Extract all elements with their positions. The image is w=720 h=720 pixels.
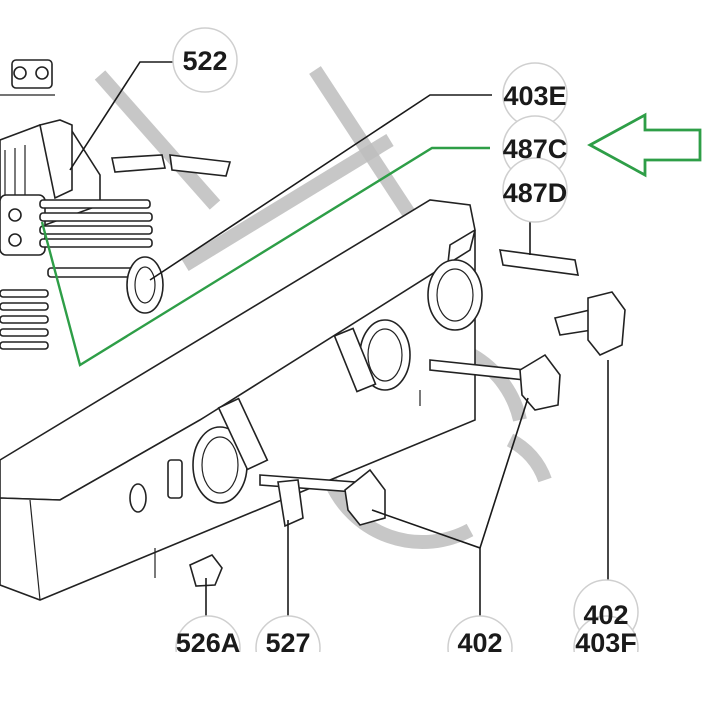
label-487c: 487C: [503, 134, 568, 164]
label-403e: 403E: [503, 81, 566, 111]
label-487d: 487D: [503, 178, 568, 208]
arrow-left-outline-icon: [587, 112, 702, 178]
rods: [0, 199, 153, 350]
label-402-right: 402: [583, 600, 628, 630]
valve-mechanism: [0, 59, 232, 350]
knob-shafts: [154, 249, 626, 587]
control-panel-housing: [0, 199, 483, 601]
leader-lines: [69, 61, 609, 640]
highlight-leader-487c: [40, 146, 490, 367]
bottom-crop: [0, 652, 720, 720]
label-522: 522: [182, 46, 227, 76]
